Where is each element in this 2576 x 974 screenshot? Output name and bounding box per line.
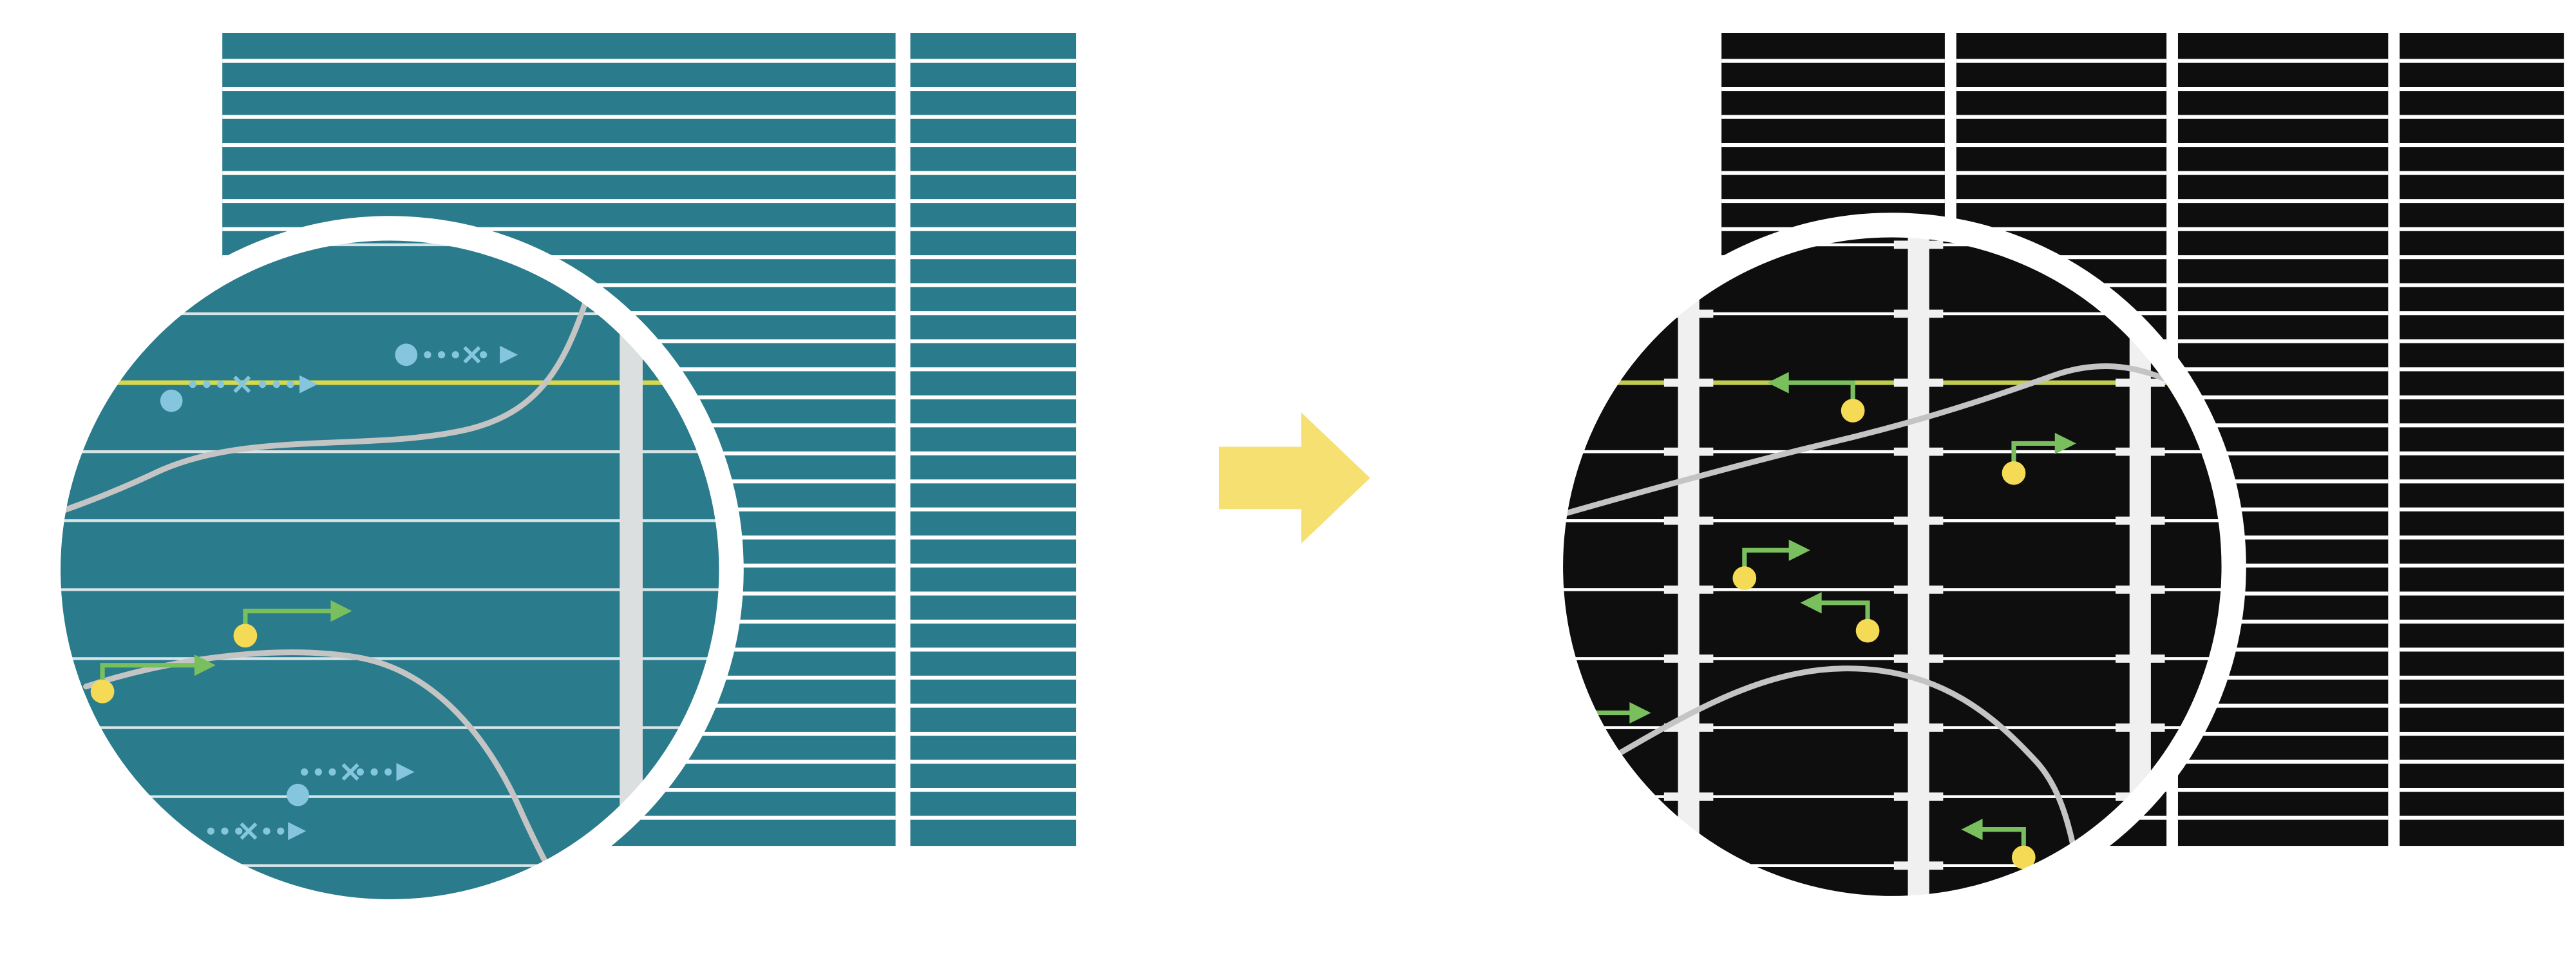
busbar-tick — [1893, 861, 1944, 870]
electron-trail-dot — [384, 768, 392, 776]
scatter-cross — [233, 376, 251, 394]
busbar-tick — [1663, 516, 1714, 525]
scatter-cross — [240, 822, 258, 840]
hole-arrowhead — [1961, 819, 1983, 841]
electron-trail-dot — [277, 827, 285, 835]
busbar-tick — [2116, 378, 2165, 387]
electron-trail-dot — [203, 381, 211, 388]
hole-arrowhead — [2054, 432, 2076, 455]
hole-arrowhead — [1800, 592, 1822, 614]
scatter-cross — [463, 346, 481, 364]
busbar-tick — [2116, 516, 2165, 525]
cell-section — [2400, 32, 2564, 846]
electron-trail-dot — [370, 768, 378, 776]
busbar-tick — [1893, 240, 1944, 249]
electron-arrowhead — [396, 763, 415, 781]
hole-arrowhead — [1767, 372, 1789, 394]
electron-dot — [287, 783, 309, 807]
busbar-tick — [1893, 654, 1944, 663]
electron-trail-dot — [207, 827, 214, 835]
busbar-tick — [1893, 447, 1944, 456]
busbar-tick — [1663, 792, 1714, 801]
busbar-tick — [1893, 378, 1944, 387]
hole-dot — [2002, 461, 2026, 485]
busbar-tick — [1663, 447, 1714, 456]
busbar-tick — [1893, 309, 1944, 318]
hole-dot — [90, 680, 115, 703]
busbar-tick — [1893, 723, 1944, 732]
grain-boundary — [1554, 363, 2188, 519]
electron-trail-dot — [451, 351, 459, 359]
electron-arrowhead — [500, 345, 518, 364]
electron-trail-dot — [221, 827, 229, 835]
electron-trail-dot — [259, 381, 267, 388]
hole-arrowhead — [194, 654, 216, 676]
grain-boundary — [1560, 665, 2086, 897]
electron-trail-dot — [235, 827, 243, 835]
busbar-tick — [1663, 585, 1714, 594]
busbar — [1678, 225, 1700, 909]
busbar-tick — [2116, 861, 2165, 870]
hole-dot — [2011, 845, 2036, 870]
right-magnifier-inset — [1538, 213, 2246, 921]
electron-trail-dot — [437, 351, 446, 359]
electron-arrowhead — [288, 822, 307, 841]
inset-background — [1550, 225, 2234, 909]
busbar-tick — [1893, 585, 1944, 594]
hole-dot — [233, 624, 258, 648]
busbar — [1908, 225, 1929, 909]
hole-dot — [1841, 399, 1865, 423]
electron-arrowhead — [299, 375, 318, 394]
grain-boundary — [48, 230, 608, 527]
busbar-tick — [1663, 723, 1714, 732]
busbar-tick — [1663, 378, 1714, 387]
electron-trail-dot — [314, 768, 322, 776]
magnifier-ring — [1538, 213, 2246, 921]
cell-section — [910, 32, 1077, 846]
busbar-tick — [1663, 654, 1714, 663]
electron-trail-dot — [480, 351, 488, 359]
electron-trail-dot — [356, 768, 365, 776]
hole-dot — [1732, 566, 1757, 590]
transition-arrow-group — [1218, 412, 1370, 544]
electron-trail-dot — [301, 768, 308, 776]
magnifier-ring — [35, 216, 744, 924]
scatter-cross — [341, 763, 359, 781]
busbar-tick — [2116, 723, 2165, 732]
electron-trail-dot — [424, 351, 431, 359]
hole-arrowhead — [1629, 702, 1651, 724]
hole-dot — [1855, 618, 1880, 643]
busbar-tick — [1893, 792, 1944, 801]
busbar-tick — [2116, 585, 2165, 594]
electron-trail-dot — [217, 381, 225, 388]
left-magnifier-inset — [35, 216, 744, 924]
busbar-tick — [1663, 240, 1714, 249]
electron-dot — [395, 343, 418, 367]
electron-trail-dot — [189, 381, 196, 388]
hole-arrowhead — [330, 600, 352, 622]
transition-arrow — [1218, 412, 1370, 544]
busbar-tick — [2116, 447, 2165, 456]
busbar-tick — [1893, 516, 1944, 525]
electron-trail-dot — [328, 768, 336, 776]
hole-arrowhead — [1788, 539, 1810, 561]
inset-background — [48, 228, 732, 912]
electron-trail-dot — [272, 381, 280, 388]
electron-dot — [160, 389, 183, 412]
busbar-tick — [2116, 654, 2165, 663]
electron-trail-dot — [263, 827, 270, 835]
electron-trail-dot — [287, 381, 294, 388]
